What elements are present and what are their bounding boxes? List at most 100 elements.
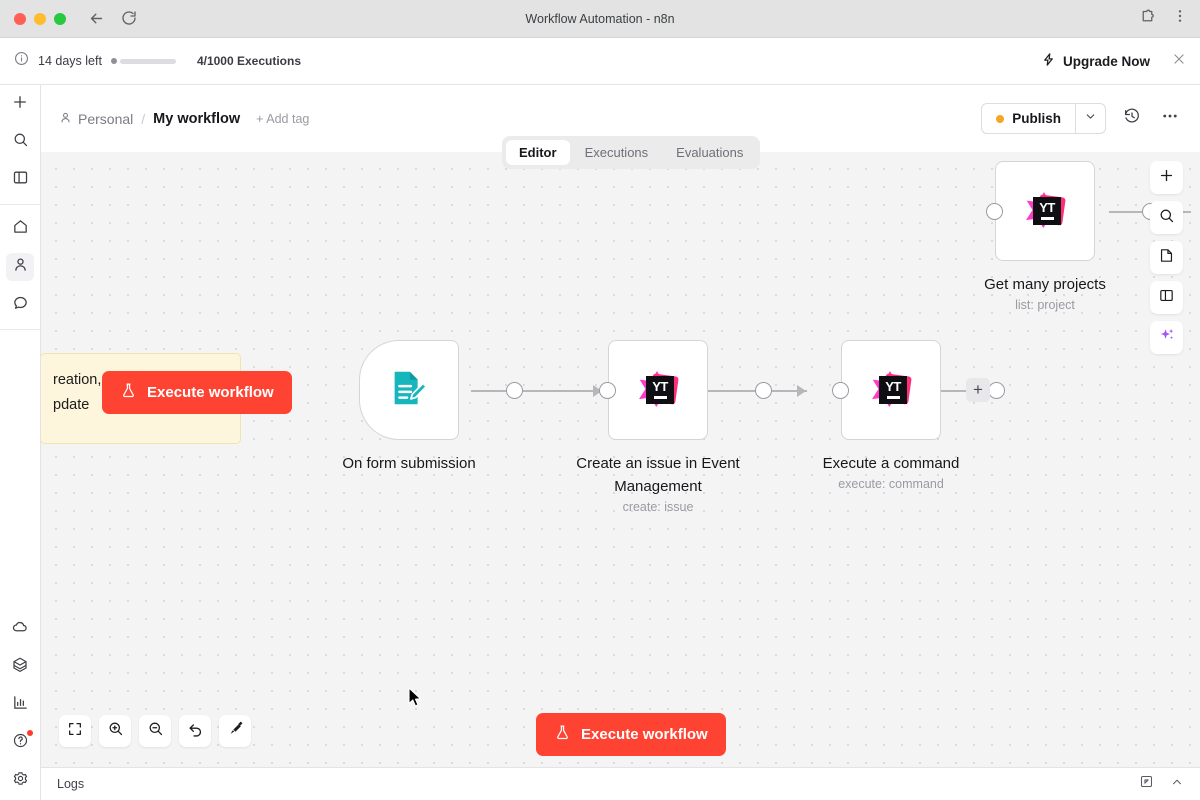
sidebar-item-settings[interactable] bbox=[6, 767, 34, 795]
sidebar-item-home[interactable] bbox=[6, 215, 34, 243]
sidebar-divider bbox=[0, 204, 40, 205]
node-create-an-issue[interactable]: YT Create an issue in Event Management c… bbox=[576, 340, 772, 514]
upgrade-now-button[interactable]: Upgrade Now bbox=[1041, 52, 1150, 70]
node-box[interactable]: YT bbox=[986, 161, 1159, 261]
window-controls[interactable] bbox=[14, 12, 66, 25]
youtrack-icon: YT bbox=[1022, 188, 1068, 234]
node-execute-a-command[interactable]: YT Execute a command execute: command bbox=[823, 340, 1005, 491]
flask-icon bbox=[120, 382, 137, 403]
node-input-port[interactable] bbox=[832, 382, 849, 399]
zoom-in-button[interactable] bbox=[99, 715, 131, 747]
kebab-menu-icon[interactable] bbox=[1172, 8, 1188, 29]
add-node-after-execute-command-button[interactable]: + bbox=[966, 378, 990, 402]
node-label: Get many projects bbox=[984, 276, 1106, 293]
extensions-puzzle-icon[interactable] bbox=[1139, 8, 1156, 30]
sidebar-item-cloud[interactable] bbox=[6, 615, 34, 643]
add-tag-button[interactable]: + Add tag bbox=[256, 111, 310, 126]
note-icon bbox=[1158, 247, 1175, 269]
reload-icon[interactable] bbox=[121, 10, 137, 27]
node-box[interactable]: YT bbox=[832, 340, 1005, 440]
sidebar-add-button[interactable] bbox=[6, 90, 34, 118]
node-label: Create an issue in Event Management bbox=[576, 455, 740, 495]
search-icon bbox=[12, 131, 29, 153]
node-output-port[interactable] bbox=[755, 382, 772, 399]
workflow-canvas[interactable]: reation, pdate On fo bbox=[41, 152, 1200, 767]
tab-editor[interactable]: Editor bbox=[506, 140, 570, 165]
left-sidebar bbox=[0, 85, 41, 800]
toggle-panel-button[interactable] bbox=[1150, 281, 1183, 314]
tab-executions[interactable]: Executions bbox=[584, 145, 649, 160]
workflow-name[interactable]: My workflow bbox=[153, 110, 241, 127]
zoom-out-button[interactable] bbox=[139, 715, 171, 747]
maximize-window-button[interactable] bbox=[54, 12, 66, 25]
canvas-controls bbox=[59, 715, 251, 747]
tidy-up-button[interactable] bbox=[219, 715, 251, 747]
node-input-port[interactable] bbox=[986, 203, 1003, 220]
sidebar-item-insights[interactable] bbox=[6, 691, 34, 719]
panel-icon bbox=[12, 169, 29, 191]
publish-button[interactable]: Publish bbox=[982, 104, 1075, 133]
node-subtitle: list: project bbox=[1015, 298, 1075, 312]
upgrade-label: Upgrade Now bbox=[1062, 53, 1150, 69]
zoom-out-icon bbox=[147, 720, 164, 742]
sidebar-panel-toggle-button[interactable] bbox=[6, 166, 34, 194]
workflow-history-button[interactable] bbox=[1120, 107, 1144, 131]
sidebar-item-personal[interactable] bbox=[6, 253, 34, 281]
execute-workflow-overlay-button[interactable]: Execute workflow bbox=[102, 371, 292, 414]
close-icon[interactable] bbox=[1172, 52, 1186, 71]
node-on-form-submission[interactable]: On form submission bbox=[342, 340, 523, 475]
bar-chart-icon bbox=[12, 694, 29, 716]
node-output-port[interactable] bbox=[506, 382, 523, 399]
add-node-button[interactable] bbox=[1150, 161, 1183, 194]
breadcrumb-owner[interactable]: Personal bbox=[59, 111, 133, 127]
info-icon[interactable] bbox=[14, 51, 29, 71]
breadcrumb-separator: / bbox=[141, 110, 146, 127]
browser-titlebar: Workflow Automation - n8n bbox=[0, 0, 1200, 38]
sidebar-item-templates[interactable] bbox=[6, 653, 34, 681]
node-get-many-projects[interactable]: YT Get many projects list: project bbox=[984, 161, 1159, 312]
execute-overlay-label: Execute workflow bbox=[147, 384, 274, 401]
connection-trigger-to-create-issue[interactable] bbox=[471, 390, 603, 392]
node-label: Execute a command bbox=[822, 455, 960, 472]
execute-workflow-button[interactable]: Execute workflow bbox=[536, 713, 726, 756]
sidebar-item-help[interactable] bbox=[6, 729, 34, 757]
ai-assistant-button[interactable] bbox=[1150, 321, 1183, 354]
close-window-button[interactable] bbox=[14, 12, 26, 25]
node-box[interactable]: YT bbox=[599, 340, 772, 440]
sidebar-search-button[interactable] bbox=[6, 128, 34, 156]
node-box[interactable] bbox=[359, 340, 523, 440]
logs-label[interactable]: Logs bbox=[57, 777, 85, 791]
back-arrow-icon[interactable] bbox=[88, 10, 105, 27]
canvas-right-toolbar bbox=[1150, 161, 1183, 354]
connection-execute-command-to-add[interactable] bbox=[913, 390, 981, 392]
node-subtitle: create: issue bbox=[622, 500, 694, 514]
tab-evaluations[interactable]: Evaluations bbox=[676, 145, 744, 160]
reset-zoom-button[interactable] bbox=[179, 715, 211, 747]
undo-icon bbox=[187, 720, 204, 742]
connection-create-issue-to-execute-command[interactable] bbox=[679, 390, 807, 392]
execute-bottom-label: Execute workflow bbox=[581, 726, 708, 743]
trial-progress-bar bbox=[110, 58, 176, 64]
youtrack-logo-text: YT bbox=[1039, 200, 1055, 216]
search-nodes-button[interactable] bbox=[1150, 201, 1183, 234]
node-output-port[interactable] bbox=[988, 382, 1005, 399]
sidebar-item-chat[interactable] bbox=[6, 291, 34, 319]
search-icon bbox=[1158, 207, 1175, 229]
add-sticky-note-button[interactable] bbox=[1150, 241, 1183, 274]
form-document-pencil-icon bbox=[386, 365, 432, 416]
minimize-window-button[interactable] bbox=[34, 12, 46, 25]
zoom-to-fit-button[interactable] bbox=[59, 715, 91, 747]
logs-bar: Logs bbox=[41, 767, 1200, 800]
youtrack-icon: YT bbox=[635, 367, 681, 413]
youtrack-icon: YT bbox=[868, 367, 914, 413]
mouse-cursor bbox=[408, 687, 423, 713]
plus-icon bbox=[11, 93, 29, 116]
sidebar-divider-2 bbox=[0, 329, 40, 330]
publish-dropdown-button[interactable] bbox=[1075, 104, 1105, 133]
person-icon bbox=[59, 111, 72, 127]
popout-icon[interactable] bbox=[1139, 774, 1154, 794]
chevron-up-icon[interactable] bbox=[1170, 775, 1184, 794]
publish-label: Publish bbox=[1012, 111, 1061, 126]
node-input-port[interactable] bbox=[599, 382, 616, 399]
workflow-more-menu-button[interactable] bbox=[1158, 107, 1182, 131]
